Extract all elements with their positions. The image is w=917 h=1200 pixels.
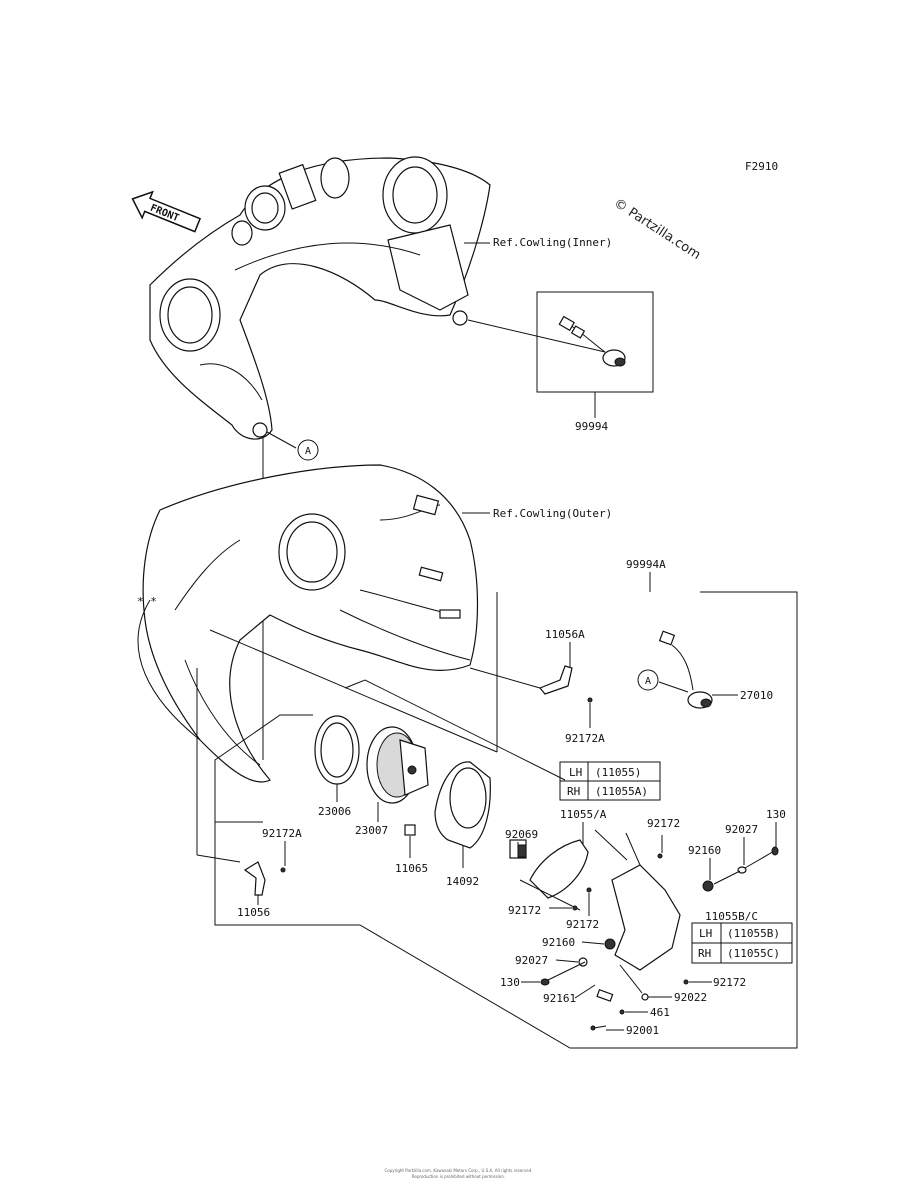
table-lh-rh-11055: [559, 761, 661, 801]
callout-a-upper-label: A: [305, 446, 311, 457]
grommet-92160-a: [702, 880, 714, 892]
part-130-a: 130: [766, 808, 786, 821]
headlight-unit-23007: [366, 726, 429, 804]
part-92172a-top: 92172A: [565, 732, 605, 745]
part-11065: 11065: [395, 862, 428, 875]
leader-line: [266, 431, 297, 449]
table-b-part-1: (11055B): [727, 927, 780, 940]
table-b-part-2: (11055C): [727, 947, 780, 960]
leader-line: [619, 964, 643, 994]
callout-a-lower-label: A: [645, 676, 651, 687]
screw-92172-c: [586, 887, 592, 893]
bolt-130-b: [540, 978, 550, 986]
screw-92172: [657, 853, 663, 859]
inner-cowling-drawing: [149, 156, 491, 440]
ref-cowling-inner: Ref.Cowling(Inner): [493, 236, 612, 249]
callout-a-lower: [637, 669, 659, 691]
asterisk-marks: * *: [137, 595, 157, 608]
leader-line: [658, 681, 689, 693]
leader-line: [467, 319, 606, 353]
part-27010: 27010: [740, 689, 773, 702]
part-92160-b: 92160: [542, 936, 575, 949]
part-92160-a: 92160: [688, 844, 721, 857]
table-lh-rh-11055bc: [691, 922, 793, 964]
bracket-11056: [243, 861, 266, 896]
boundary-line: [344, 679, 566, 781]
part-92161: 92161: [543, 992, 576, 1005]
table-b-side-2: RH: [698, 947, 711, 960]
part-92172-c: 92172: [566, 918, 599, 931]
headlight-rim-23006: [314, 715, 360, 785]
table-a-side-2: RH: [567, 785, 580, 798]
part-92172-d: 92172: [713, 976, 746, 989]
part-14092: 14092: [446, 875, 479, 888]
table-a-part-2: (11055A): [595, 785, 648, 798]
part-92027-a: 92027: [725, 823, 758, 836]
part-130-b: 130: [500, 976, 520, 989]
part-92172-b: 92172: [508, 904, 541, 917]
figure-code: F2910: [745, 160, 778, 173]
part-11055bc: 11055B/C: [705, 910, 758, 923]
screw-92172-d: [683, 979, 689, 985]
bolt-130-a: [744, 846, 779, 869]
part-461: 461: [650, 1006, 670, 1019]
leader-line: [196, 854, 241, 863]
boundary-line: [214, 591, 798, 1049]
damper-92161: [596, 989, 614, 1002]
part-23007: 23007: [355, 824, 388, 837]
part-92001: 92001: [626, 1024, 659, 1037]
footer-line-2: Reproduction is prohibited without permi…: [411, 1174, 506, 1179]
harness-99994-icon: [558, 315, 626, 367]
leader-line: [713, 870, 741, 885]
table-b-side-1: LH: [699, 927, 712, 940]
screw-92172a-left: [280, 867, 286, 873]
grommet-92160-b: [604, 938, 616, 950]
outer-cowling-drawing: [137, 464, 479, 783]
bolt-461: [619, 1009, 625, 1015]
screw-92172a: [587, 697, 593, 703]
leader-line: [625, 832, 641, 866]
ref-cowling-outer: Ref.Cowling(Outer): [493, 507, 612, 520]
table-a-part-1: (11055): [595, 766, 641, 779]
cover-14092: [434, 761, 491, 849]
part-99994-box: [536, 291, 654, 393]
part-99994a: 99994A: [626, 558, 666, 571]
leader-line: [574, 984, 596, 999]
leader-line: [555, 959, 579, 963]
watermark: © Partzilla.com: [611, 196, 703, 263]
screw-92172-b: [572, 905, 578, 911]
boundary-line: [209, 629, 498, 753]
washer-92027-a: [737, 866, 747, 874]
bracket-11056a: [539, 665, 573, 695]
part-92027-b: 92027: [515, 954, 548, 967]
callout-a-upper: [297, 439, 319, 461]
footer-line-1: Copyright Partzilla.com. Kawasaki Motors…: [384, 1168, 533, 1173]
harness-27010-icon: [658, 630, 713, 709]
boundary-line: [214, 714, 313, 823]
table-a-side-1: LH: [569, 766, 582, 779]
leader-line: [581, 941, 605, 945]
cap-11065: [404, 824, 416, 836]
leader-line: [519, 879, 581, 911]
bracket-11055b: [611, 864, 681, 971]
copyright-footer: Copyright Partzilla.com. Kawasaki Motors…: [0, 1168, 917, 1180]
part-99994: 99994: [575, 420, 608, 433]
front-arrow-icon: FRONT: [131, 190, 202, 233]
part-11056: 11056: [237, 906, 270, 919]
leader-line: [469, 667, 541, 689]
part-92172-a: 92172: [647, 817, 680, 830]
leader-line: [547, 961, 586, 981]
part-92172a-left: 92172A: [262, 827, 302, 840]
part-92069: 92069: [505, 828, 538, 841]
screw-92001: [590, 1025, 607, 1031]
part-11055a: 11055/A: [560, 808, 607, 821]
part-92022: 92022: [674, 991, 707, 1004]
part-11056a: 11056A: [545, 628, 585, 641]
leader-line: [594, 829, 628, 861]
bracket-11055: [529, 839, 589, 899]
bulb-92069: [509, 839, 527, 859]
part-23006: 23006: [318, 805, 351, 818]
clamp-92022: [641, 993, 649, 1001]
